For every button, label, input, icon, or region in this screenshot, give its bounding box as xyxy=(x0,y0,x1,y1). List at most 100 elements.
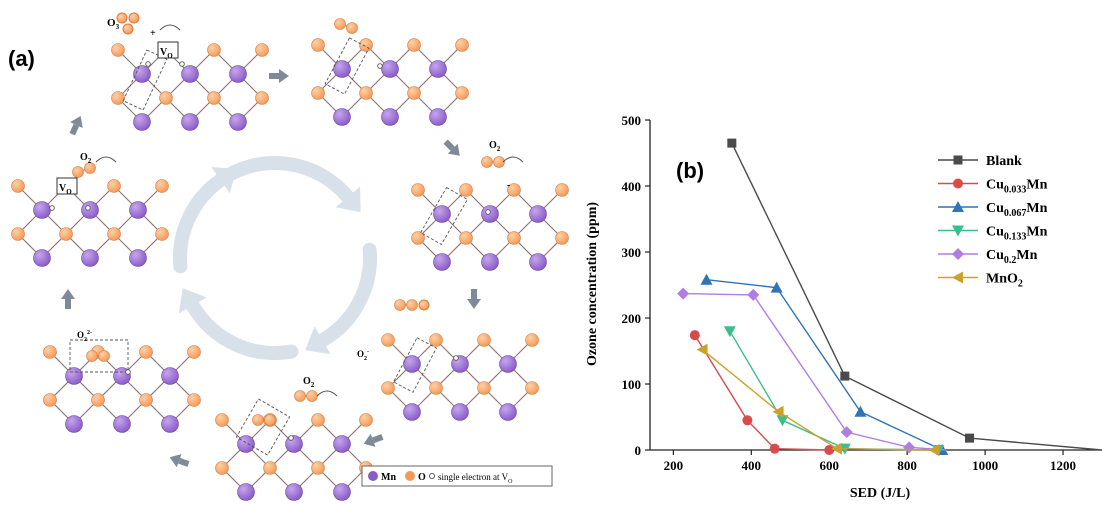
o-atom xyxy=(216,462,229,475)
o-atom xyxy=(408,39,421,52)
o-atom xyxy=(108,228,121,241)
structure-step-1 xyxy=(112,13,269,131)
o-atom xyxy=(482,157,493,168)
legend-item-blank: Blank xyxy=(938,154,1022,169)
x-tick-label: 200 xyxy=(664,458,684,473)
data-point-cu0-2mn xyxy=(677,288,689,300)
electron-dot xyxy=(454,356,459,361)
arrow-2-to-3 xyxy=(441,137,465,161)
o-atom xyxy=(312,87,325,100)
mn-atom xyxy=(230,114,247,131)
desorb-curl xyxy=(160,25,180,30)
o-atom xyxy=(408,87,421,100)
structure-step-3 xyxy=(412,157,569,271)
o-atom xyxy=(140,346,153,359)
arrow-7-to-1 xyxy=(66,113,87,137)
legend-item-cu0-133mn: Cu0.133Mn xyxy=(938,225,1048,243)
o-atom xyxy=(556,232,569,245)
structure-step-4 xyxy=(382,300,539,421)
desorb-curl xyxy=(96,157,116,162)
o-atom xyxy=(112,44,125,57)
y-tick-label: 100 xyxy=(622,377,642,392)
o-atom xyxy=(430,382,443,395)
electron-dot xyxy=(180,62,185,67)
o-atom xyxy=(508,232,521,245)
mn-legend-label: Mn xyxy=(381,472,396,483)
peroxide-label: O22- xyxy=(77,330,92,343)
o-atom xyxy=(494,157,505,168)
x-tick-label: 800 xyxy=(897,458,917,473)
mn-atom xyxy=(382,109,399,126)
electron-dot xyxy=(50,206,55,211)
series-line-cu0-133mn xyxy=(730,331,938,450)
o-atom xyxy=(256,44,269,57)
o-atom xyxy=(188,346,201,359)
data-point-blank xyxy=(965,434,974,443)
legend-label-mno2: MnO2 xyxy=(986,272,1023,290)
o-atom xyxy=(264,462,277,475)
o-legend-label: O xyxy=(418,472,426,483)
o-atom xyxy=(99,351,110,362)
series-cu0-033mn xyxy=(690,330,834,455)
o-atom xyxy=(312,462,325,475)
mn-atom xyxy=(482,254,499,271)
legend-item-cu0-2mn: Cu0.2Mn xyxy=(938,248,1038,266)
electron-dot xyxy=(378,64,383,69)
legend-item-cu0-033mn: Cu0.033Mn xyxy=(938,178,1048,196)
mechanism-canvas: (a) O3 + VO O2 - O2- O2 O22- O2 VO xyxy=(0,0,580,501)
data-point-cu0-067mn xyxy=(701,274,713,285)
o-atom xyxy=(556,184,569,197)
x-axis-label: SED (J/L) xyxy=(850,486,911,501)
oxygen-species-label: O2 xyxy=(489,140,501,153)
legend-item-mno2: MnO2 xyxy=(938,272,1023,290)
superoxide-label: O2- xyxy=(357,349,369,362)
legend-marker-cu0-2mn xyxy=(952,248,964,260)
plus-sign: + xyxy=(150,28,156,39)
x-tick-label: 400 xyxy=(742,458,762,473)
o-atom xyxy=(312,414,325,427)
arrow-4-to-5 xyxy=(361,430,385,450)
mn-atom xyxy=(500,404,517,421)
o-atom xyxy=(478,382,491,395)
mn-atom xyxy=(130,250,147,267)
data-point-cu0-2mn xyxy=(841,426,853,438)
desorb-curl xyxy=(317,391,337,396)
o-atom xyxy=(335,19,346,30)
data-point-blank xyxy=(840,372,849,381)
legend-label-cu0-133mn: Cu0.133Mn xyxy=(986,225,1048,243)
mn-atom xyxy=(134,66,151,83)
legend-marker-cu0-033mn xyxy=(953,179,963,189)
o-atom xyxy=(478,334,491,347)
o-atom xyxy=(347,23,358,34)
o-atom xyxy=(360,414,373,427)
mn-atom xyxy=(34,250,51,267)
y-tick-label: 0 xyxy=(635,443,642,458)
o-atom xyxy=(295,391,306,402)
cycle-arrow-right xyxy=(305,250,370,354)
y-tick-label: 500 xyxy=(622,113,642,128)
o-atom xyxy=(44,394,57,407)
mn-legend-icon xyxy=(368,471,378,481)
arrow-5-to-6 xyxy=(167,451,191,471)
mn-atom xyxy=(434,206,451,223)
mn-atom xyxy=(286,484,303,501)
o-atom xyxy=(412,184,425,197)
mn-atom xyxy=(334,109,351,126)
o-atom xyxy=(382,382,395,395)
mn-atom xyxy=(162,416,179,433)
mn-atom xyxy=(34,202,51,219)
o-atom xyxy=(156,180,169,193)
o-atom xyxy=(382,334,395,347)
legend-marker-blank xyxy=(954,156,963,165)
o-atom xyxy=(265,415,276,426)
o-atom xyxy=(360,39,373,52)
o-atom xyxy=(307,391,318,402)
data-point-blank xyxy=(727,139,736,148)
o-atom xyxy=(60,228,73,241)
x-tick-label: 600 xyxy=(819,458,839,473)
data-point-mno2 xyxy=(697,344,708,356)
lattice-structures xyxy=(12,13,569,501)
mn-atom xyxy=(162,368,179,385)
